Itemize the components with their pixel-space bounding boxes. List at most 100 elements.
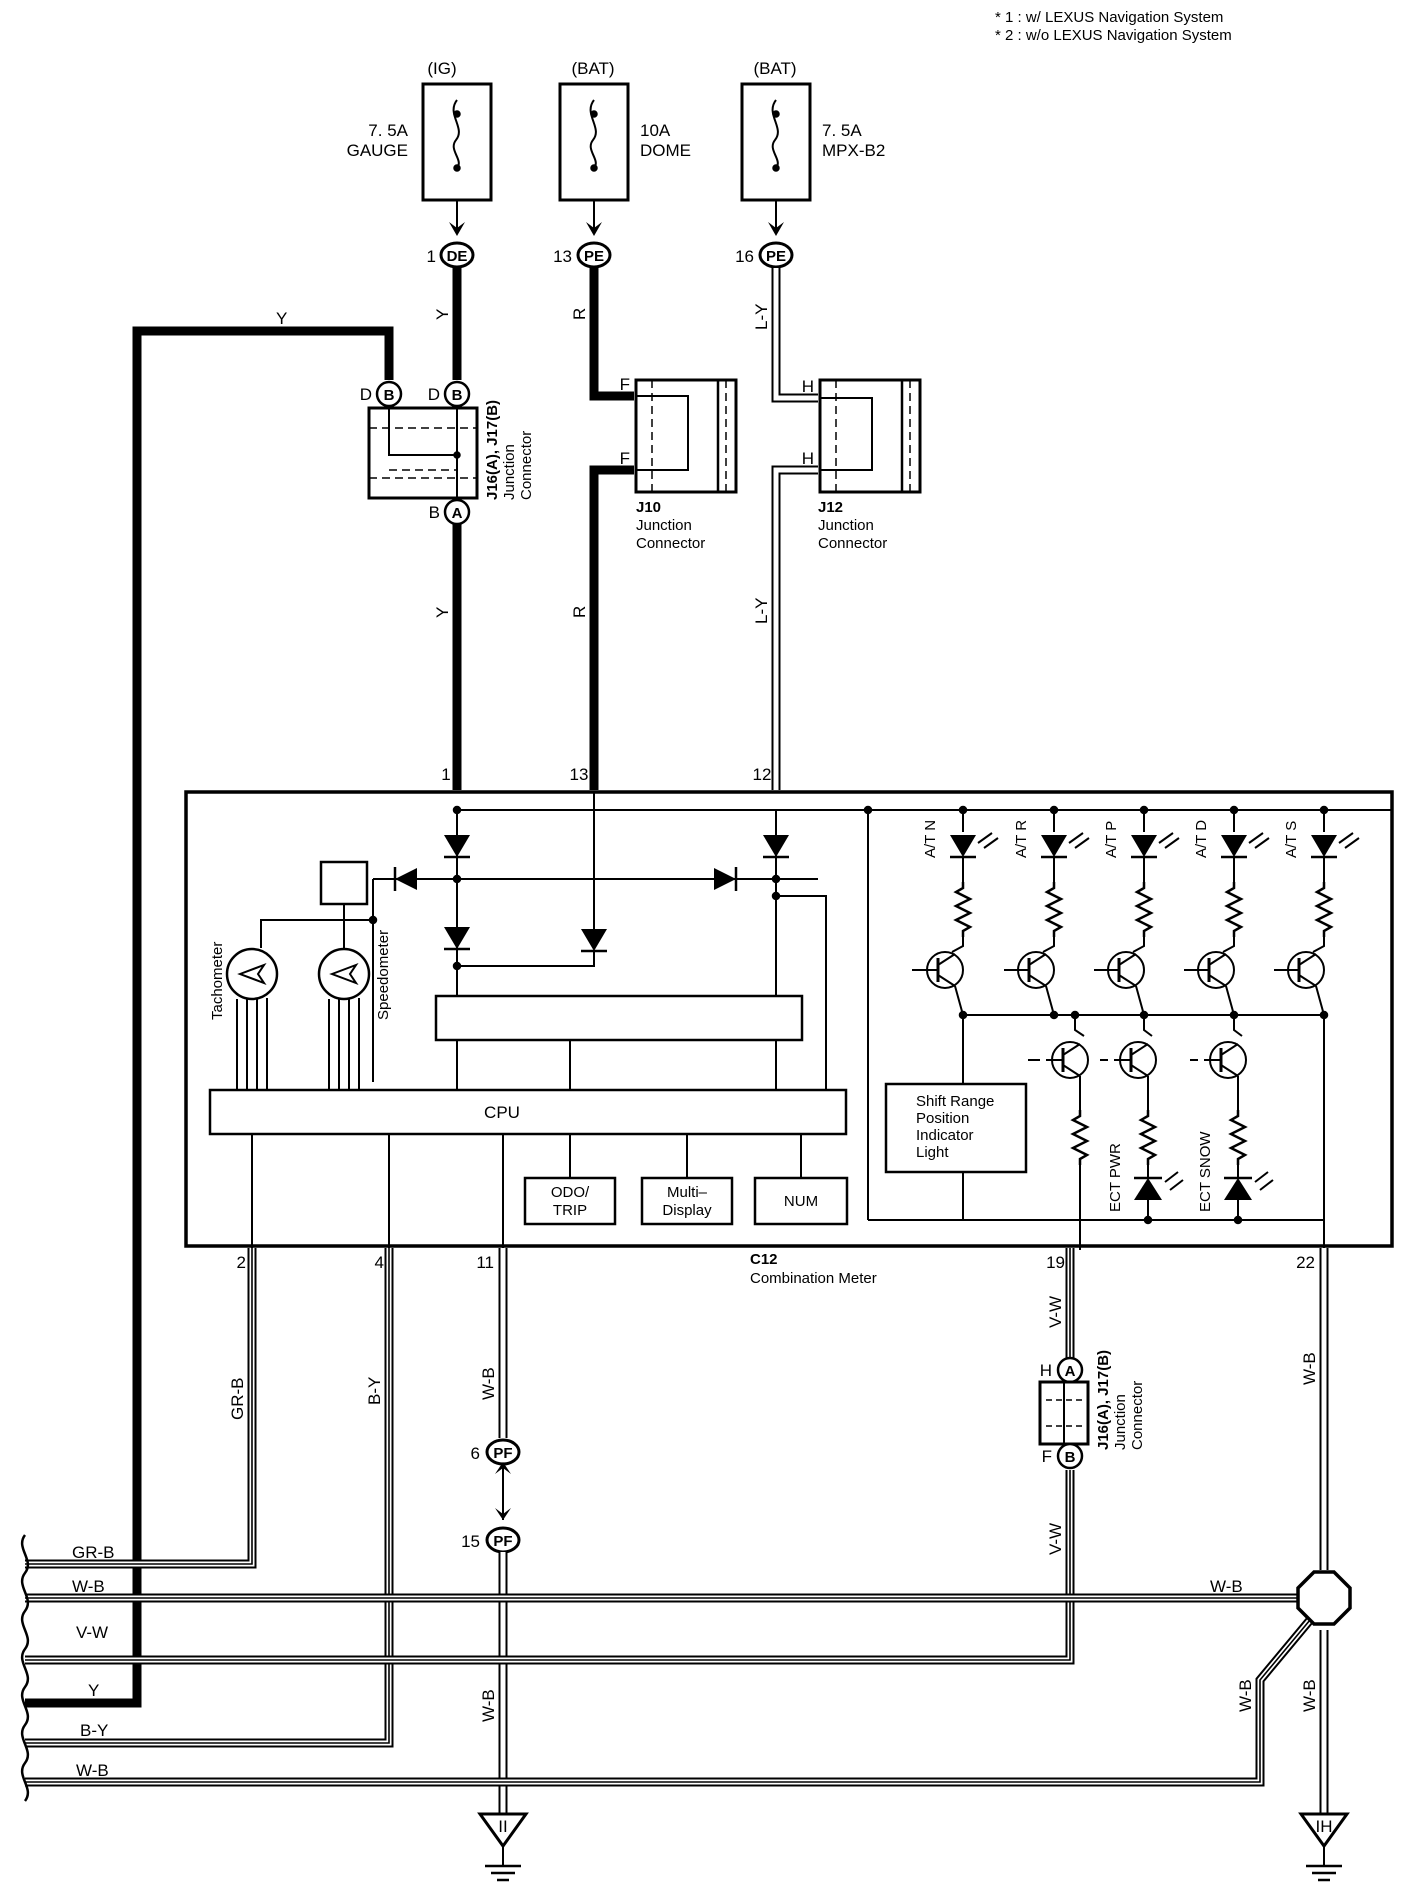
j16-top-pin-a: A	[452, 505, 463, 522]
label-y-top: Y	[276, 309, 287, 328]
j16-top-pin-d2: D	[428, 385, 440, 404]
ground-ii: II	[477, 1812, 529, 1882]
wire-y-main	[25, 268, 462, 1708]
left-label-grb: GR-B	[72, 1543, 115, 1562]
label-ly-top: L-Y	[752, 304, 771, 330]
fuse-mpx-source: (BAT)	[753, 59, 796, 78]
ect-pwr-label: ECT PWR	[1107, 1143, 1124, 1212]
label-r-top: R	[570, 308, 589, 320]
j16-bottom-pin-f: F	[1042, 1447, 1052, 1466]
at-r-label: A/T R	[1013, 820, 1030, 858]
meter-pin-13: 13	[570, 765, 589, 784]
tachometer-gauge: Tachometer	[209, 942, 279, 1090]
left-wire-labels: GR-B W-B V-W Y B-Y W-B	[72, 1543, 115, 1780]
pf-pin-6: 6	[471, 1444, 480, 1463]
label-ly-mid: L-Y	[752, 598, 771, 624]
j16-top-pin-b2: B	[452, 387, 463, 404]
ground-ih-label: IH	[1316, 1817, 1333, 1836]
left-label-wb1: W-B	[72, 1577, 105, 1596]
pf-pin-15: 15	[461, 1532, 480, 1551]
connector-pf: PF 6 PF 15	[461, 1438, 521, 1554]
left-label-vw: V-W	[76, 1623, 108, 1642]
j16-top-pin-d1: D	[360, 385, 372, 404]
left-break-line	[20, 1534, 30, 1802]
fuse-gauge-name: GAUGE	[347, 141, 408, 160]
fuse-dome-name: DOME	[640, 141, 691, 160]
at-s-label: A/T S	[1283, 821, 1300, 858]
tachometer-label: Tachometer	[209, 942, 226, 1020]
fuse-dome-source: (BAT)	[571, 59, 614, 78]
label-wb-pf: W-B	[479, 1689, 498, 1722]
connector-pe-16: PE 16	[735, 241, 794, 269]
odo-trip-line2: TRIP	[553, 1202, 587, 1219]
fuse-mpx-name: MPX-B2	[822, 141, 885, 160]
left-label-wb2: W-B	[76, 1761, 109, 1780]
pf-label-1: PF	[493, 1445, 512, 1462]
ground-ii-label: II	[498, 1817, 507, 1836]
indicator-at-n: A/T N	[919, 805, 999, 1016]
shift-light-line4: Light	[916, 1144, 949, 1161]
j10-pin-f2: F	[620, 449, 630, 468]
j16-top-pin-b1: B	[384, 387, 395, 404]
note-2: * 2 : w/o LEXUS Navigation System	[995, 27, 1232, 44]
j10-name: J10	[636, 499, 661, 516]
label-y-mid: Y	[433, 607, 452, 618]
cpu-label: CPU	[484, 1103, 520, 1122]
junction-connector-j12: H H J12 Junction Connector	[802, 377, 922, 552]
meter-pin-2: 2	[237, 1253, 246, 1272]
j16-bottom-pin-a: A	[1065, 1363, 1076, 1380]
label-wb-22: W-B	[1300, 1352, 1319, 1385]
speedometer-gauge: Speedometer	[317, 930, 392, 1090]
wire-w-b-11: W-B	[479, 1248, 508, 1438]
indicator-at-p: A/T P	[1100, 805, 1180, 1016]
j12-desc1: Junction	[818, 517, 874, 534]
meter-pin-19: 19	[1046, 1253, 1065, 1272]
connector-pe16-label: PE	[766, 248, 786, 265]
ect-driver-3: ECT SNOW	[1197, 1015, 1274, 1220]
at-n-label: A/T N	[922, 820, 939, 858]
j16-bottom-name: J16(A), J17(B)	[1095, 1350, 1112, 1450]
notes-legend: * 1 : w/ LEXUS Navigation System * 2 : w…	[995, 9, 1232, 44]
speedometer-label: Speedometer	[375, 930, 392, 1020]
wire-w-b-pf: W-B	[479, 1552, 508, 1814]
note-1: * 1 : w/ LEXUS Navigation System	[995, 9, 1223, 26]
j16-top-name: J16(A), J17(B)	[484, 400, 501, 500]
meter-pin-4: 4	[375, 1253, 384, 1272]
j16-bottom-pin-b: B	[1065, 1449, 1076, 1466]
label-y-upper: Y	[433, 309, 452, 320]
j16-top-pin-b3: B	[429, 503, 440, 522]
at-d-label: A/T D	[1193, 820, 1210, 858]
j16-top-desc1: Junction	[501, 444, 518, 500]
meter-right-circuit: A/T N A/T R	[868, 805, 1360, 1250]
j12-pin-h2: H	[802, 449, 814, 468]
at-p-label: A/T P	[1103, 821, 1120, 858]
meter-pin-22: 22	[1296, 1253, 1315, 1272]
combination-meter: 1 13 12 2 4 11 19 22 C12 Combination Met…	[184, 765, 1394, 1287]
ground-ih: IH	[1298, 1812, 1350, 1882]
fuse-mpx-b2: (BAT) 7. 5A MPX-B2	[740, 59, 885, 202]
meter-pin-11: 11	[476, 1253, 494, 1272]
fuse-connector-arrows	[449, 200, 784, 236]
meter-pin-1: 1	[441, 765, 450, 784]
shift-light-line3: Indicator	[916, 1127, 974, 1144]
left-label-y: Y	[88, 1681, 99, 1700]
j12-pin-h1: H	[802, 377, 814, 396]
label-wb-ih1: W-B	[1236, 1679, 1255, 1712]
connector-de-label: DE	[447, 248, 468, 265]
j16-bottom-desc1: Junction	[1112, 1394, 1129, 1450]
fuse-dome: (BAT) 10A DOME	[558, 59, 691, 202]
junction-connector-j16-top: B B A D D B J16(A), J17(B) Junction Conn…	[360, 380, 535, 526]
wire-w-b-22: W-B W-B W-B W-B	[25, 1248, 1352, 1814]
fuse-gauge-rating: 7. 5A	[368, 121, 408, 140]
label-wb-star: W-B	[1210, 1577, 1243, 1596]
multi-display-line2: Display	[662, 1202, 712, 1219]
label-vw-top: V-W	[1046, 1296, 1065, 1328]
label-r-mid: R	[570, 606, 589, 618]
wire-v-w: V-W V-W	[25, 1248, 1075, 1665]
pf-label-2: PF	[493, 1533, 512, 1550]
label-grb: GR-B	[228, 1378, 247, 1421]
multi-display-line1: Multi–	[667, 1184, 708, 1201]
j12-desc2: Connector	[818, 535, 887, 552]
ect-driver-1	[1044, 1010, 1090, 1250]
